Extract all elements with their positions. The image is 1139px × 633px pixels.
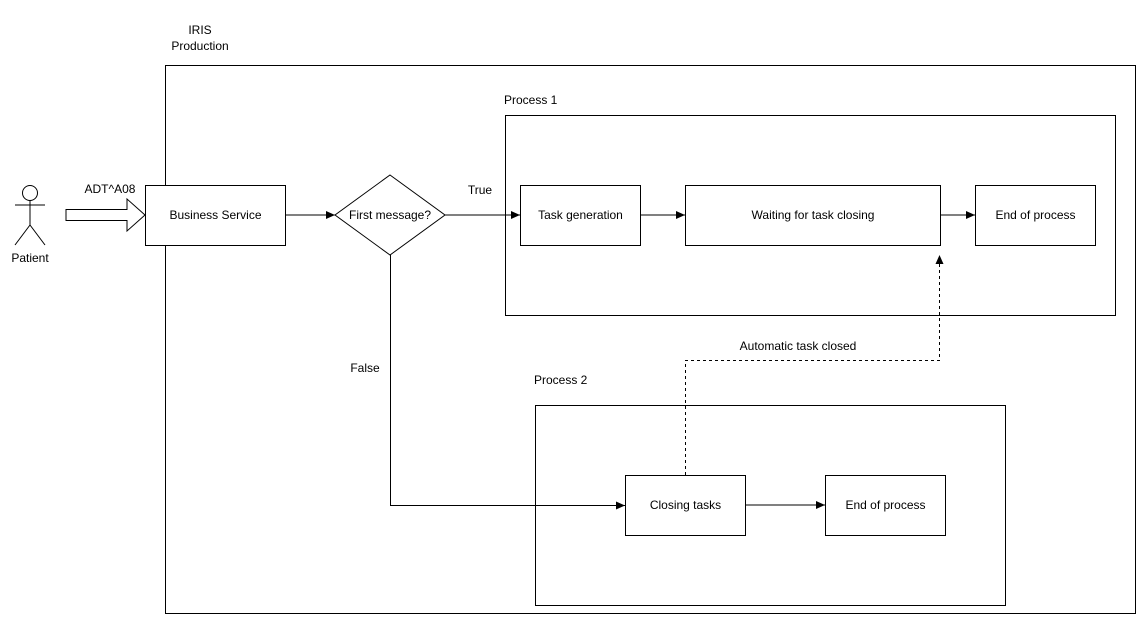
waiting-task-closing-node[interactable] <box>685 185 941 246</box>
closing-tasks-node[interactable] <box>625 475 746 536</box>
end-of-process-1-label: End of process <box>995 208 1075 222</box>
task-generation-label: Task generation <box>538 208 623 222</box>
adt-message-label: ADT^A08 <box>85 182 136 196</box>
production-label-line2: Production <box>171 39 228 53</box>
production-label-line1: IRIS <box>188 23 211 37</box>
business-service-node[interactable] <box>145 185 286 246</box>
iris-production-container <box>165 65 1136 614</box>
edge-decision-false <box>390 255 625 510</box>
adt-message-arrow <box>65 197 146 233</box>
closing-tasks-label: Closing tasks <box>650 498 721 512</box>
edge-true-label: True <box>468 183 493 197</box>
waiting-task-closing-label: Waiting for task closing <box>752 208 875 222</box>
edge-automatic-task-closed <box>685 255 944 475</box>
process1-label: Process 1 <box>504 93 558 107</box>
end-of-process-1-node[interactable] <box>975 185 1096 246</box>
first-message-label: First message? <box>349 208 431 222</box>
patient-actor-icon <box>14 185 46 246</box>
first-message-decision-node[interactable] <box>334 174 446 256</box>
end-of-process-2-node[interactable] <box>825 475 946 536</box>
end-of-process-2-label: End of process <box>845 498 925 512</box>
patient-label: Patient <box>11 251 49 265</box>
task-generation-node[interactable] <box>520 185 641 246</box>
process2-label: Process 2 <box>534 373 588 387</box>
edge-automatic-label: Automatic task closed <box>740 339 857 353</box>
business-service-label: Business Service <box>169 208 261 222</box>
edge-false-label: False <box>350 361 380 375</box>
